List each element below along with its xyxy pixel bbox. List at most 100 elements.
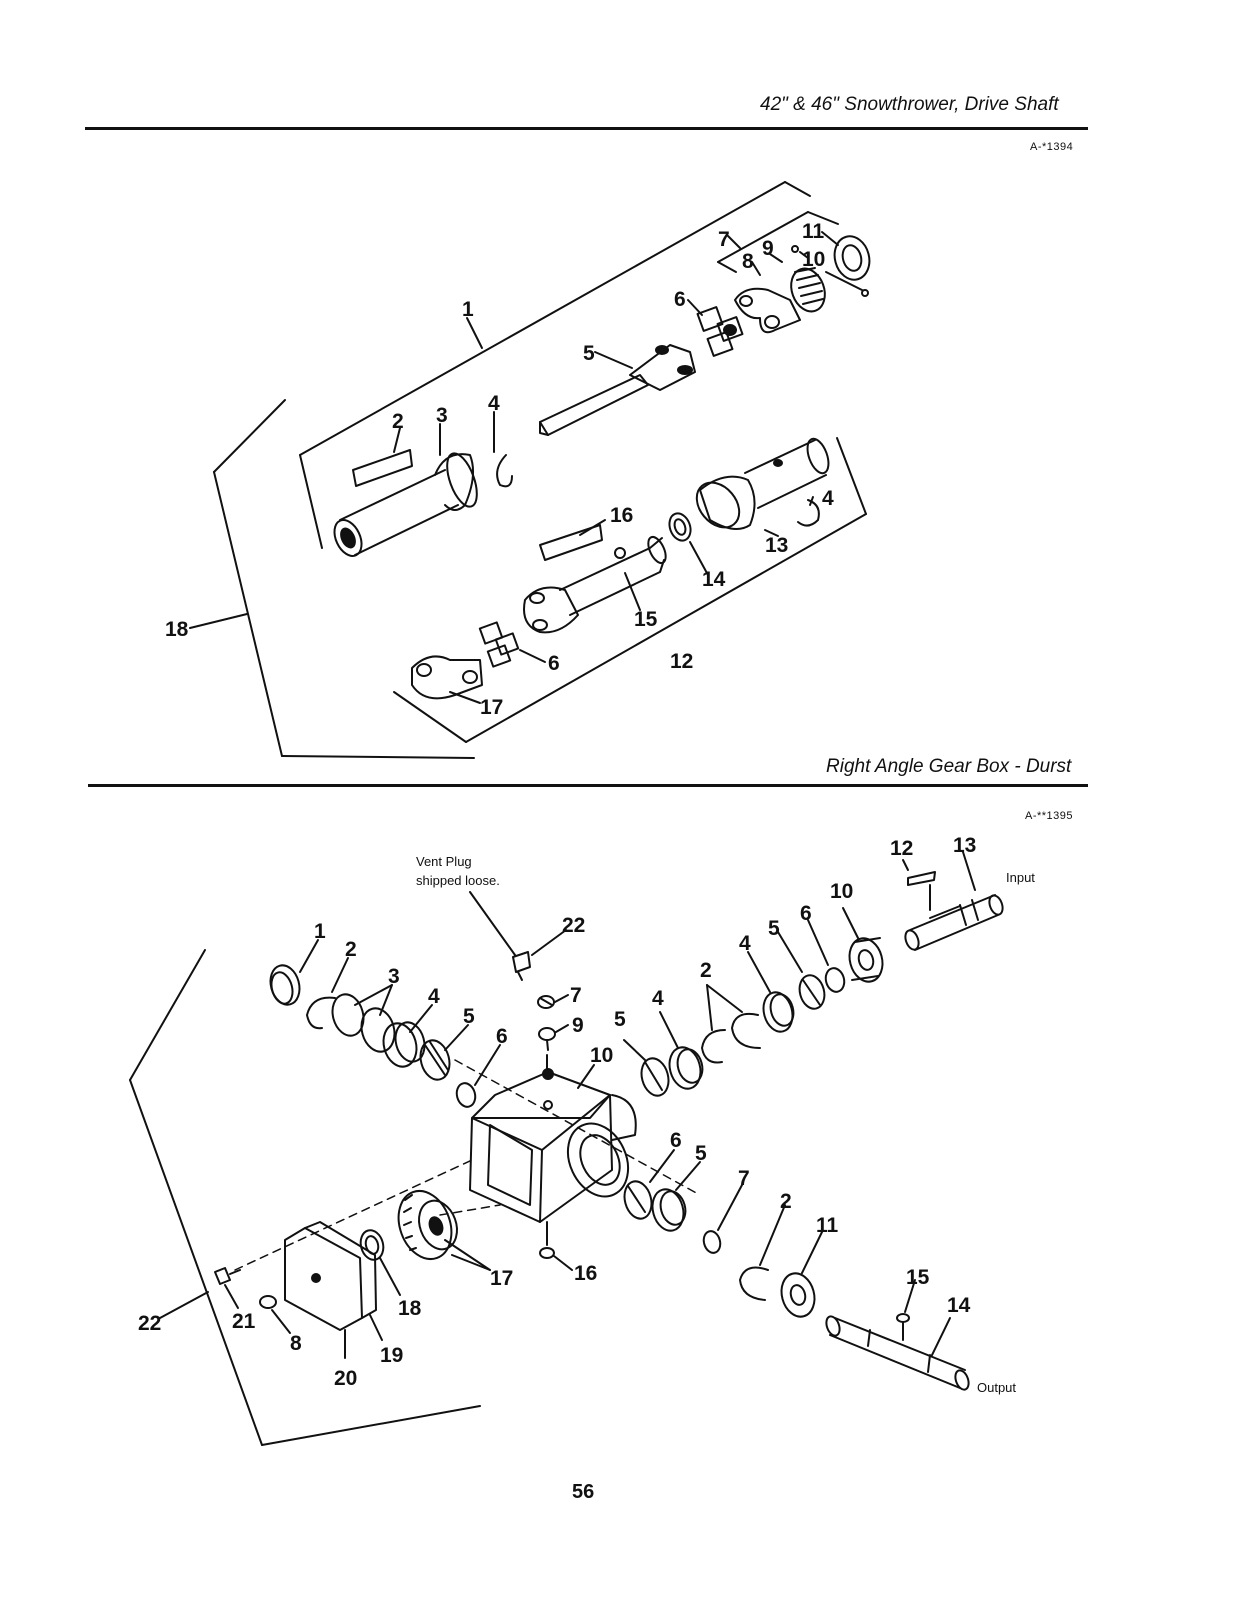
part-8-yoke [734, 287, 801, 334]
callout-8: 8 [742, 250, 754, 273]
part-4-cup-upper [762, 991, 795, 1033]
bracket-12 [393, 437, 867, 743]
note-vent-line1: Vent Plug [416, 854, 472, 869]
callout-b6: 6 [496, 1025, 508, 1048]
part-13-output-shaft [825, 1315, 970, 1391]
part-15-tube [523, 535, 667, 634]
callout-16: 16 [610, 504, 633, 527]
callout-b20: 21 [232, 1310, 256, 1333]
bracket-7 [717, 211, 839, 273]
part-7-plug-bottom [259, 1295, 277, 1309]
callout-7: 7 [718, 228, 730, 251]
callout-2: 2 [392, 410, 404, 433]
callout-3: 3 [436, 404, 448, 427]
callout-b4: 4 [428, 985, 440, 1008]
page-number: 56 [572, 1481, 595, 1503]
callout-b12: 13 [953, 834, 976, 857]
callout-b5c: 5 [768, 917, 780, 940]
part-18-gasket [304, 1221, 377, 1319]
part-2-snap-mid2 [731, 1012, 761, 1049]
callout-1: 1 [462, 298, 474, 321]
part-17-yoke [411, 655, 483, 700]
callout-b2c: 2 [780, 1190, 792, 1213]
part-17-bearing [359, 1229, 385, 1261]
section-title-gear-box: Right Angle Gear Box - Durst [826, 756, 1072, 777]
part-4-cup-lower [651, 1188, 687, 1232]
centerlines [234, 1059, 701, 1271]
callout-4: 4 [488, 392, 500, 415]
callout-18: 18 [165, 618, 189, 641]
callout-4b: 4 [822, 487, 834, 510]
callout-10: 10 [802, 248, 825, 271]
part-5-cone-mid [640, 1057, 670, 1097]
callouts-top: 1 2 3 4 4 5 6 6 7 8 9 10 11 12 13 14 15 … [165, 220, 834, 719]
callout-b8: 9 [572, 1014, 584, 1037]
part-4-cup-left [382, 1021, 426, 1068]
part-9-clutch [790, 267, 826, 313]
part-2-snap-mid [701, 1029, 726, 1064]
callout-b5b: 5 [614, 1008, 626, 1031]
part-6-seal-lower [702, 1230, 722, 1254]
callout-b4c: 4 [739, 932, 751, 955]
part-5-cone-left [419, 1039, 451, 1081]
note-output: Output [977, 1380, 1016, 1395]
part-2-snap-left [306, 996, 336, 1030]
figure-id-top: A-*1394 [1030, 141, 1074, 153]
part-6-cross-bottom [478, 621, 520, 668]
bracket-21 [129, 949, 481, 1446]
callout-b2: 2 [345, 938, 357, 961]
callout-b18: 19 [380, 1344, 403, 1367]
callout-b13: 14 [947, 1294, 971, 1317]
part-22-vent-plug [512, 951, 531, 981]
callout-14: 14 [702, 568, 726, 591]
part-6-cross-top [696, 306, 744, 357]
part-5-cone-upper [798, 974, 826, 1010]
section-title-drive-shaft: 42" & 46" Snowthrower, Drive Shaft [760, 94, 1059, 115]
part-8-plug [538, 1027, 556, 1051]
callout-b7b: 8 [290, 1332, 302, 1355]
part-19-cover [284, 1227, 363, 1331]
part-6-seal-upper [824, 967, 846, 993]
part-10-collar-output [780, 1272, 816, 1318]
callout-b5: 5 [463, 1005, 475, 1028]
note-vent-line2: shipped loose. [416, 873, 500, 888]
callout-b5d: 6 [670, 1129, 682, 1152]
part-16-sleeve [539, 524, 603, 561]
callout-b21: 22 [138, 1312, 161, 1335]
callout-b6c: 7 [738, 1167, 750, 1190]
part-2-snap-lower [739, 1266, 769, 1301]
part-1-ring-left [269, 964, 301, 1006]
part-13-tube [695, 437, 830, 530]
callout-b10b: 11 [816, 1214, 839, 1237]
notes-bottom: Vent Plug shipped loose. Input Output [416, 854, 1035, 1395]
part-14-key [896, 1313, 910, 1323]
callout-b4b: 4 [652, 987, 664, 1010]
callout-6: 6 [674, 288, 686, 311]
part-5-shaft [539, 344, 696, 436]
part-3-tube [333, 452, 478, 557]
callouts-bottom: 1 2 2 2 3 4 4 4 5 5 5 5 6 6 6 7 7 8 9 10… [138, 834, 976, 1390]
part-9-housing [469, 1068, 637, 1223]
callout-17: 17 [480, 696, 503, 719]
callout-5: 5 [583, 342, 595, 365]
callout-b22: 22 [562, 914, 585, 937]
callout-b17: 18 [398, 1297, 422, 1320]
callout-b14: 15 [906, 1266, 930, 1289]
part-15-plug [539, 1247, 555, 1259]
part-6-seal-left [455, 1082, 477, 1108]
callout-b15: 16 [574, 1262, 597, 1285]
note-input: Input [1006, 870, 1035, 885]
part-14-ring [668, 512, 692, 542]
part-5-cone-lower [623, 1180, 653, 1220]
part-20-screw [214, 1267, 241, 1285]
part-4-cup-mid [668, 1046, 704, 1090]
callout-b2b: 2 [700, 959, 712, 982]
part-11-key [907, 871, 936, 886]
part-2-sleeve [352, 449, 413, 487]
part-4-ring-left [496, 454, 513, 488]
callout-12: 12 [670, 650, 693, 673]
callout-b6b: 6 [800, 902, 812, 925]
callout-b1: 1 [314, 920, 326, 943]
part-3-shims [331, 993, 396, 1053]
